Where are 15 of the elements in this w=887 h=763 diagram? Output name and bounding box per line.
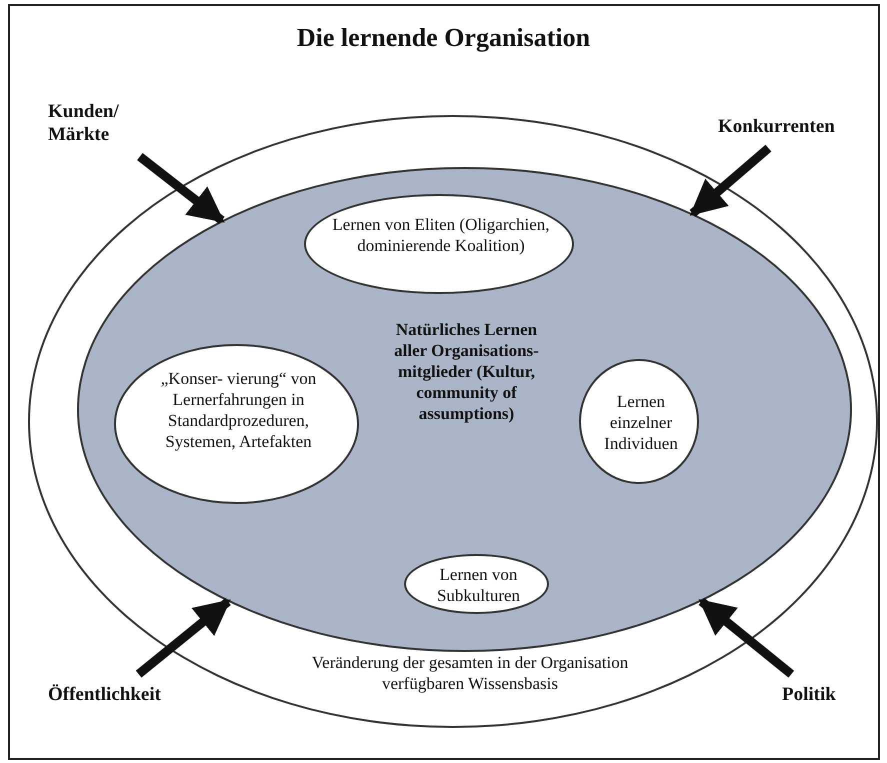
- ellipse-label: Natürliches Lernen aller Organisations- mitglieder (Kultur, community of assumptions): [393, 319, 540, 424]
- arrow: [137, 153, 225, 224]
- influence-label: Öffentlichkeit: [48, 683, 162, 706]
- influence-label: Kunden/ Märkte: [48, 100, 120, 146]
- arrow: [690, 144, 772, 217]
- influence-label: Politik: [782, 683, 837, 706]
- ellipse-label: Lernen einzelner Individuen: [603, 391, 679, 454]
- ellipse-label: Lernen von Eliten (Oligarchien, dominierende Koalition): [331, 214, 551, 256]
- ellipse-label: Veränderung der gesamten in der Organisation verfügbaren Wissensbasis: [310, 652, 630, 694]
- ellipse-label: Lernen von Subkulturen: [436, 564, 522, 606]
- ellipse-label: „Konser- vierung“ von Lernerfahrungen in Standardprozeduren, Systemen, Artefakten: [160, 368, 318, 452]
- arrow: [136, 598, 231, 678]
- influence-label: Konkurrenten: [718, 115, 836, 138]
- arrow: [698, 598, 794, 678]
- title: Die lernende Organisation: [296, 22, 592, 54]
